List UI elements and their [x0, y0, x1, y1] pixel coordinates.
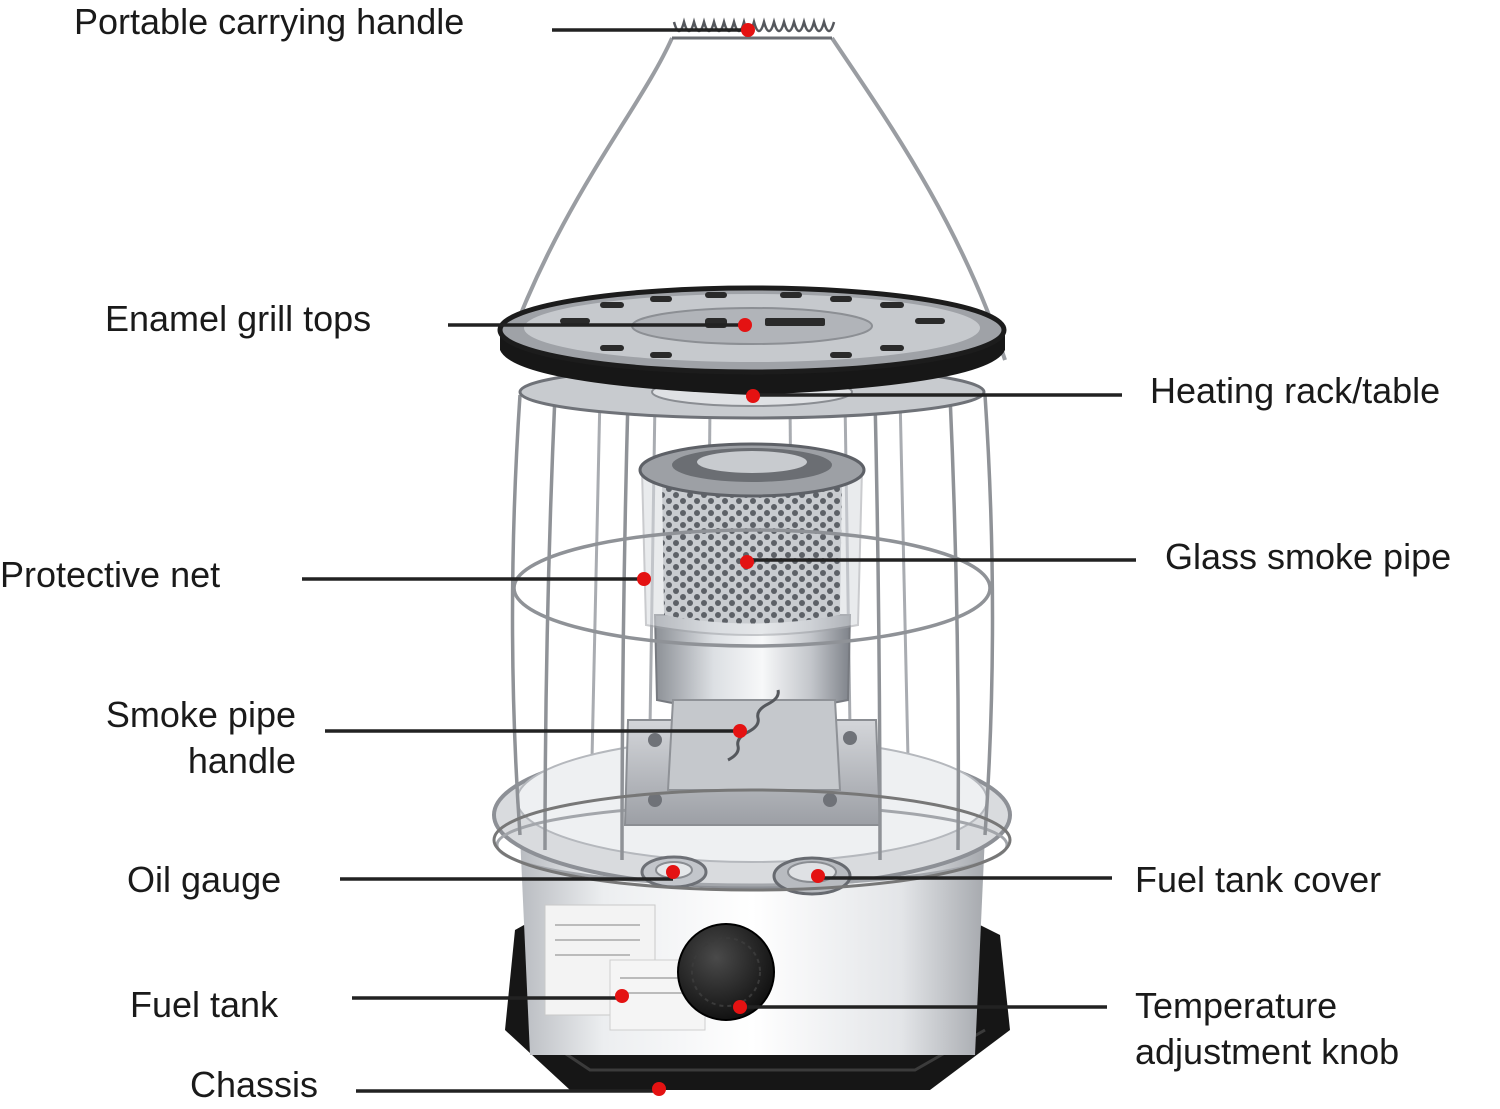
label-oil-gauge: Oil gauge [127, 859, 282, 900]
label-grill-tops: Enamel grill tops [105, 298, 372, 339]
marker-fuel-cover [811, 869, 825, 883]
label-fuel-tank: Fuel tank [130, 984, 279, 1025]
marker-heating-rack [746, 389, 760, 403]
label-smoke-pipe-handle: Smoke pipe handle [30, 692, 296, 784]
marker-grill-tops [738, 318, 752, 332]
smoke-pipe-body [653, 614, 852, 791]
label-chassis: Chassis [190, 1064, 319, 1105]
label-heating-rack: Heating rack/table [1150, 370, 1441, 411]
marker-protective-net [637, 572, 651, 586]
label-smoke-pipe-handle-line2: handle [187, 740, 296, 781]
marker-glass-pipe [740, 555, 754, 569]
temperature-knob [677, 923, 775, 1021]
label-temp-knob-line2: adjustment knob [1135, 1031, 1400, 1072]
label-glass-pipe: Glass smoke pipe [1165, 536, 1452, 577]
marker-temp-knob [733, 1000, 747, 1014]
marker-oil-gauge [666, 865, 680, 879]
label-smoke-pipe-handle-line1: Smoke pipe [105, 694, 296, 735]
callout-markers [615, 23, 825, 1096]
marker-chassis [652, 1082, 666, 1096]
label-fuel-cover: Fuel tank cover [1135, 859, 1382, 900]
smoke-pipe-handle-spring [727, 689, 780, 762]
marker-carrying-handle [741, 23, 755, 37]
protective-net-front [492, 394, 1012, 892]
marker-smoke-handle [733, 724, 747, 738]
label-temp-knob-line1: Temperature [1135, 985, 1338, 1026]
label-temp-knob: Temperature adjustment knob [1135, 983, 1399, 1075]
label-carrying-handle: Portable carrying handle [74, 1, 465, 42]
leader-lines [302, 28, 1136, 1093]
label-protective-net: Protective net [0, 554, 221, 595]
marker-fuel-tank [615, 989, 629, 1003]
enamel-grill-top [497, 285, 1007, 395]
glass-smoke-pipe [638, 442, 866, 636]
